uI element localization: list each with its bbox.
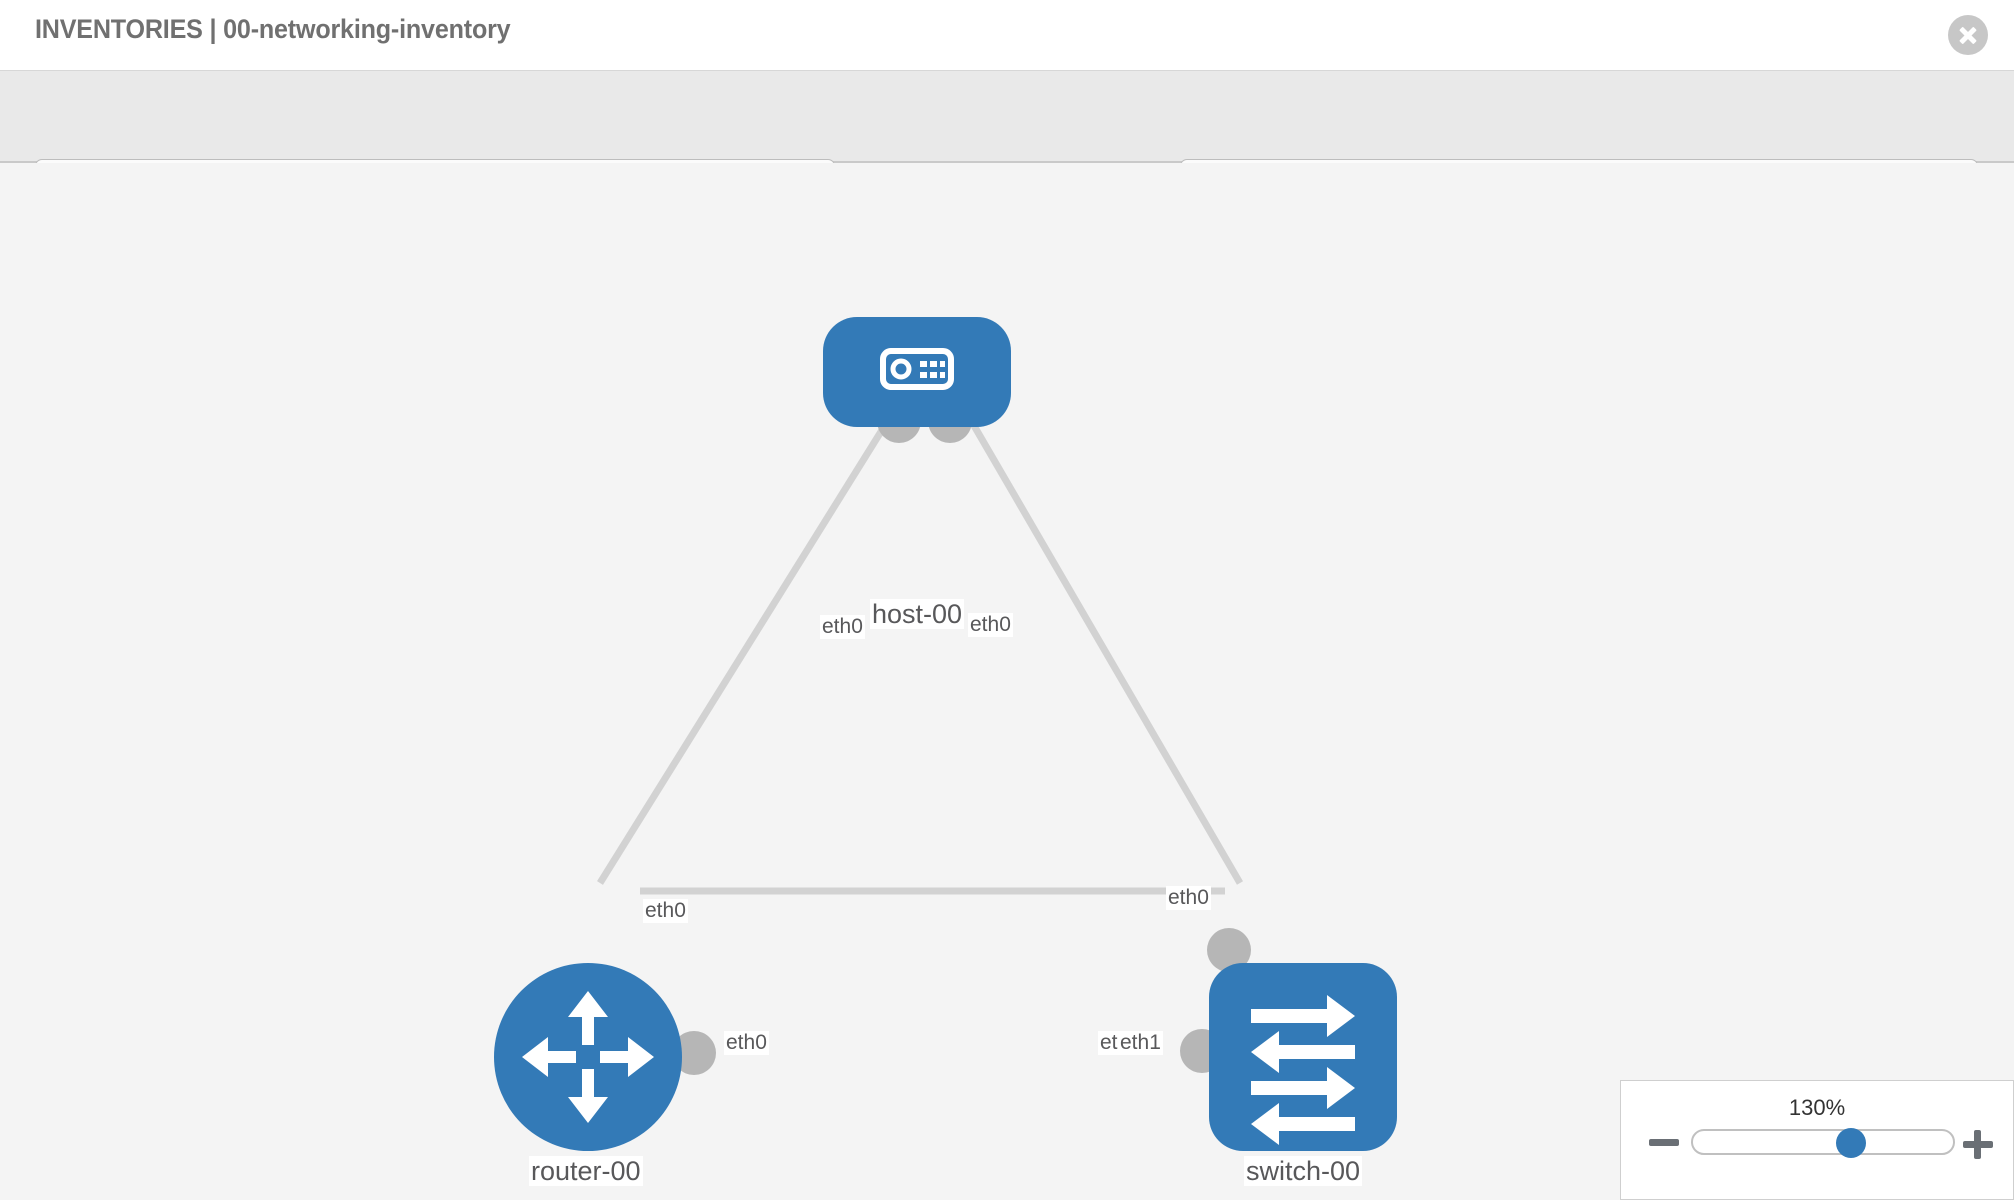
- zoom-slider-track[interactable]: [1691, 1129, 1955, 1155]
- page-title: INVENTORIES | 00-networking-inventory: [35, 14, 511, 44]
- node-host-00-shape[interactable]: [823, 317, 1011, 427]
- zoom-control-panel: 130%: [1620, 1080, 2014, 1200]
- port-label-host-right: eth0: [968, 613, 1013, 638]
- node-router-00-shape[interactable]: [494, 963, 682, 1151]
- link-label-switch-left-over: eth1: [1118, 1031, 1163, 1056]
- toolbar: ACTIONS SEARCH: [0, 71, 2014, 215]
- plus-icon[interactable]: [1963, 1129, 1993, 1159]
- node-label-router-00: router-00: [529, 1156, 643, 1187]
- zoom-slider-thumb[interactable]: [1836, 1128, 1867, 1158]
- edge-host-router: [597, 391, 908, 885]
- node-switch-00-shape[interactable]: [1209, 963, 1397, 1151]
- zoom-percent-label: 130%: [1788, 1095, 1846, 1120]
- minus-icon[interactable]: [1649, 1129, 1679, 1155]
- link-label-router-right: eth0: [724, 1031, 769, 1056]
- topology-canvas[interactable]: eth0 eth0 host-00 router-00 switch-00 et…: [0, 163, 2014, 1200]
- link-label-switch-up: eth0: [1166, 886, 1211, 911]
- node-label-switch-00: switch-00: [1244, 1156, 1363, 1187]
- topology-edges: [597, 391, 1244, 895]
- close-icon[interactable]: [1948, 15, 1988, 55]
- port-label-host-left: eth0: [820, 615, 865, 640]
- link-label-router-up: eth0: [643, 899, 688, 924]
- node-label-host-00: host-00: [870, 599, 965, 630]
- page-header: INVENTORIES | 00-networking-inventory: [0, 0, 2014, 71]
- edge-host-switch: [951, 391, 1244, 885]
